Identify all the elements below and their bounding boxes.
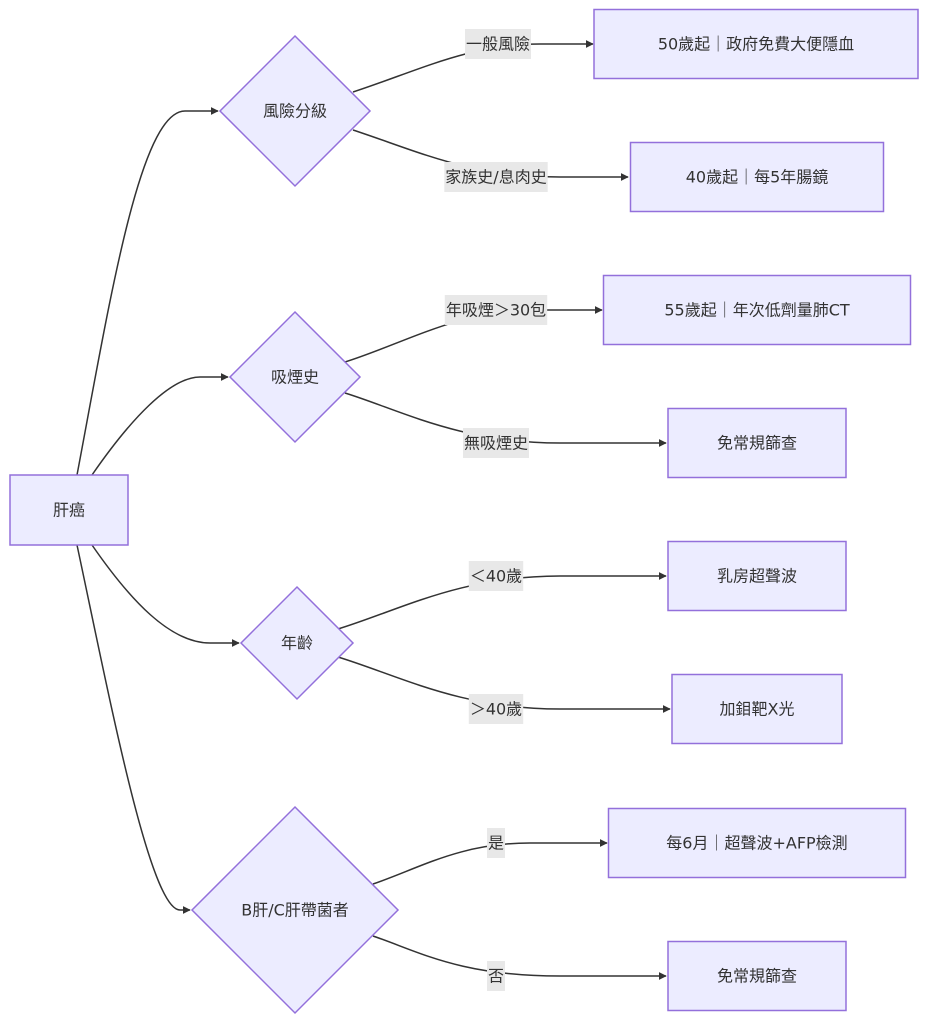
edge-label-text: 無吸煙史 bbox=[464, 434, 528, 453]
edge-label-hep-h1: 是 bbox=[486, 828, 506, 858]
process-node-s2[interactable]: 免常規篩查 bbox=[667, 407, 847, 479]
node-label: 免常規篩查 bbox=[717, 434, 797, 453]
rect-shape bbox=[607, 807, 907, 879]
edge-label-smoke-s1: 年吸煙＞30包 bbox=[444, 295, 548, 325]
edge-label-text: 一般風險 bbox=[466, 35, 530, 54]
edge-hep-h2 bbox=[372, 935, 667, 980]
process-node-root[interactable]: 肝癌 bbox=[9, 474, 129, 546]
node-label: 加鉬靶X光 bbox=[720, 700, 795, 719]
edge-label-background bbox=[462, 428, 530, 458]
diamond-shape bbox=[218, 34, 372, 188]
edge-label-background bbox=[486, 961, 506, 991]
process-node-a2[interactable]: 加鉬靶X光 bbox=[671, 673, 843, 745]
node-label: 每6月｜超聲波+AFP檢測 bbox=[666, 834, 847, 853]
process-node-h1[interactable]: 每6月｜超聲波+AFP檢測 bbox=[607, 807, 907, 879]
edge-label-smoke-s2: 無吸煙史 bbox=[462, 428, 530, 458]
diamond-shape bbox=[190, 805, 400, 1015]
decision-node-smoke[interactable]: 吸煙史 bbox=[228, 310, 362, 444]
process-node-r2[interactable]: 40歲起｜每5年腸鏡 bbox=[629, 141, 885, 213]
node-label: 乳房超聲波 bbox=[717, 567, 797, 586]
edge-label-text: ＞40歲 bbox=[470, 700, 522, 719]
edge-hep-h1 bbox=[372, 839, 608, 885]
node-label: B肝/C肝帶菌者 bbox=[241, 901, 349, 920]
edge-label-text: 家族史/息肉史 bbox=[445, 168, 546, 187]
edge-age-a1 bbox=[337, 572, 667, 630]
decision-node-age[interactable]: 年齡 bbox=[239, 585, 355, 701]
rect-shape bbox=[667, 540, 847, 612]
rect-shape bbox=[602, 274, 912, 346]
edge-label-text: 年吸煙＞30包 bbox=[446, 301, 546, 320]
edge-smoke-s2 bbox=[344, 392, 667, 447]
process-node-s1[interactable]: 55歲起｜年次低劑量肺CT bbox=[602, 274, 912, 346]
edge-label-background bbox=[464, 29, 532, 59]
edge-root-hep bbox=[76, 544, 191, 914]
node-label: 風險分級 bbox=[263, 102, 327, 121]
edge-label-age-a2: ＞40歲 bbox=[468, 694, 524, 724]
rect-shape bbox=[667, 940, 847, 1012]
diamond-shape bbox=[239, 585, 355, 701]
edge-label-background bbox=[444, 162, 548, 192]
edge-label-risk-r2: 家族史/息肉史 bbox=[444, 162, 548, 192]
edge-label-age-a1: ＜40歲 bbox=[468, 561, 524, 591]
rect-shape bbox=[593, 8, 919, 80]
edge-label-text: ＜40歲 bbox=[470, 567, 522, 586]
edge-label-background bbox=[468, 561, 524, 591]
edge-root-age bbox=[91, 544, 240, 647]
edge-age-a2 bbox=[337, 656, 671, 713]
rect-shape bbox=[9, 474, 129, 546]
rect-shape bbox=[667, 407, 847, 479]
edges-layer bbox=[76, 40, 671, 980]
edge-label-background bbox=[444, 295, 548, 325]
edge-label-risk-r1: 一般風險 bbox=[464, 29, 532, 59]
node-label: 免常規篩查 bbox=[717, 967, 797, 986]
node-label: 55歲起｜年次低劑量肺CT bbox=[664, 301, 850, 320]
rect-shape bbox=[671, 673, 843, 745]
node-label: 吸煙史 bbox=[271, 368, 319, 387]
node-label: 年齡 bbox=[281, 634, 313, 653]
diamond-shape bbox=[228, 310, 362, 444]
decision-node-hep[interactable]: B肝/C肝帶菌者 bbox=[190, 805, 400, 1015]
edge-label-hep-h2: 否 bbox=[486, 961, 506, 991]
edge-root-smoke bbox=[91, 373, 229, 476]
node-label: 50歲起｜政府免費大便隱血 bbox=[658, 35, 854, 54]
process-node-a1[interactable]: 乳房超聲波 bbox=[667, 540, 847, 612]
process-node-h2[interactable]: 免常規篩查 bbox=[667, 940, 847, 1012]
edge-label-background bbox=[468, 694, 524, 724]
rect-shape bbox=[629, 141, 885, 213]
edge-label-text: 是 bbox=[488, 834, 504, 853]
node-label: 40歲起｜每5年腸鏡 bbox=[686, 168, 829, 187]
node-label: 肝癌 bbox=[53, 501, 85, 520]
edge-root-risk bbox=[76, 107, 219, 476]
edge-label-background bbox=[486, 828, 506, 858]
decision-node-risk[interactable]: 風險分級 bbox=[218, 34, 372, 188]
edge-label-text: 否 bbox=[488, 967, 504, 986]
process-node-r1[interactable]: 50歲起｜政府免費大便隱血 bbox=[593, 8, 919, 80]
